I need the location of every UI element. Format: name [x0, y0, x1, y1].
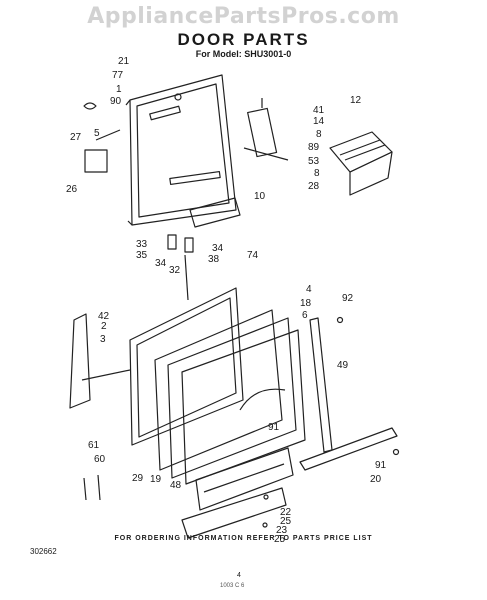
callout-label: 49: [337, 360, 349, 371]
outer-door-frame: [129, 287, 244, 446]
callout-label: 5: [94, 128, 100, 139]
callout-label: 34: [212, 243, 224, 254]
callout-label: 26: [66, 184, 78, 195]
callout-label: 53: [308, 156, 320, 167]
callout-label: 6: [302, 310, 308, 321]
page-title: DOOR PARTS: [177, 30, 310, 49]
callout-label: 29: [132, 473, 144, 484]
callout-label: 41: [313, 105, 325, 116]
callout-label: 4: [306, 284, 312, 295]
callout-label: 34: [155, 258, 167, 269]
callout-label: 21: [118, 56, 130, 67]
callout-label: 12: [350, 95, 362, 106]
callout-label: 8: [316, 129, 322, 140]
callout-label: 3: [100, 334, 106, 345]
callout-label: 90: [110, 96, 122, 107]
callout-label: 1: [116, 84, 122, 95]
hinge-parts: [167, 234, 194, 301]
callout-label: 92: [342, 293, 354, 304]
handle-bracket: [189, 197, 241, 228]
callout-label: 32: [169, 265, 181, 276]
callout-label: 18: [300, 298, 312, 309]
callout-label: 2: [101, 321, 107, 332]
callout-label: 25: [280, 516, 292, 527]
callout-label: 20: [370, 474, 382, 485]
callout-label: 77: [112, 70, 124, 81]
bottom-trim: [299, 427, 398, 471]
inner-door-panel: [125, 74, 237, 226]
callout-label: 10: [254, 191, 266, 202]
callout-label: 23: [276, 525, 288, 536]
callout-labels: 21 77 1 90 27 5 26 12 41 14 8 89 53 8 28…: [66, 56, 387, 545]
callout-label: 48: [170, 480, 182, 491]
silverware-basket: [329, 131, 393, 196]
callout-label: 8: [314, 168, 320, 179]
callout-label: 60: [94, 454, 106, 465]
callout-label: 74: [247, 250, 259, 261]
callout-label: 28: [308, 181, 320, 192]
door-panel-middle: [167, 317, 297, 479]
latch-assembly: [84, 149, 108, 173]
kick-plate: [181, 447, 294, 539]
door-panel-front: [181, 329, 306, 485]
right-side-trim: [309, 317, 333, 453]
left-side-trim: [69, 313, 131, 409]
model-subtitle: For Model: SHU3001-0: [195, 49, 292, 59]
ordering-note: FOR ORDERING INFORMATION REFER TO PARTS …: [114, 535, 373, 542]
callout-label: 91: [268, 422, 280, 433]
callout-label: 33: [136, 239, 148, 250]
callout-label: 38: [208, 254, 220, 265]
page-number: 4: [237, 572, 241, 579]
callout-label: 42: [98, 311, 110, 322]
vent-knob: [83, 102, 97, 110]
callout-label: 89: [308, 142, 320, 153]
callout-label: 61: [88, 440, 100, 451]
callout-label: 27: [70, 132, 82, 143]
print-stamp: 1003 C 6: [220, 583, 245, 589]
drawing-code: 302662: [30, 547, 57, 556]
callout-label: 22: [280, 507, 292, 518]
callout-label: 25: [274, 534, 286, 545]
callout-label: 35: [136, 250, 148, 261]
callout-label: 91: [375, 460, 387, 471]
callout-label: 19: [150, 474, 162, 485]
callout-label: 14: [313, 116, 325, 127]
dispenser-assembly: [243, 98, 289, 161]
door-panel-rear: [154, 309, 283, 471]
watermark: AppliancePartsPros.com: [87, 4, 400, 29]
